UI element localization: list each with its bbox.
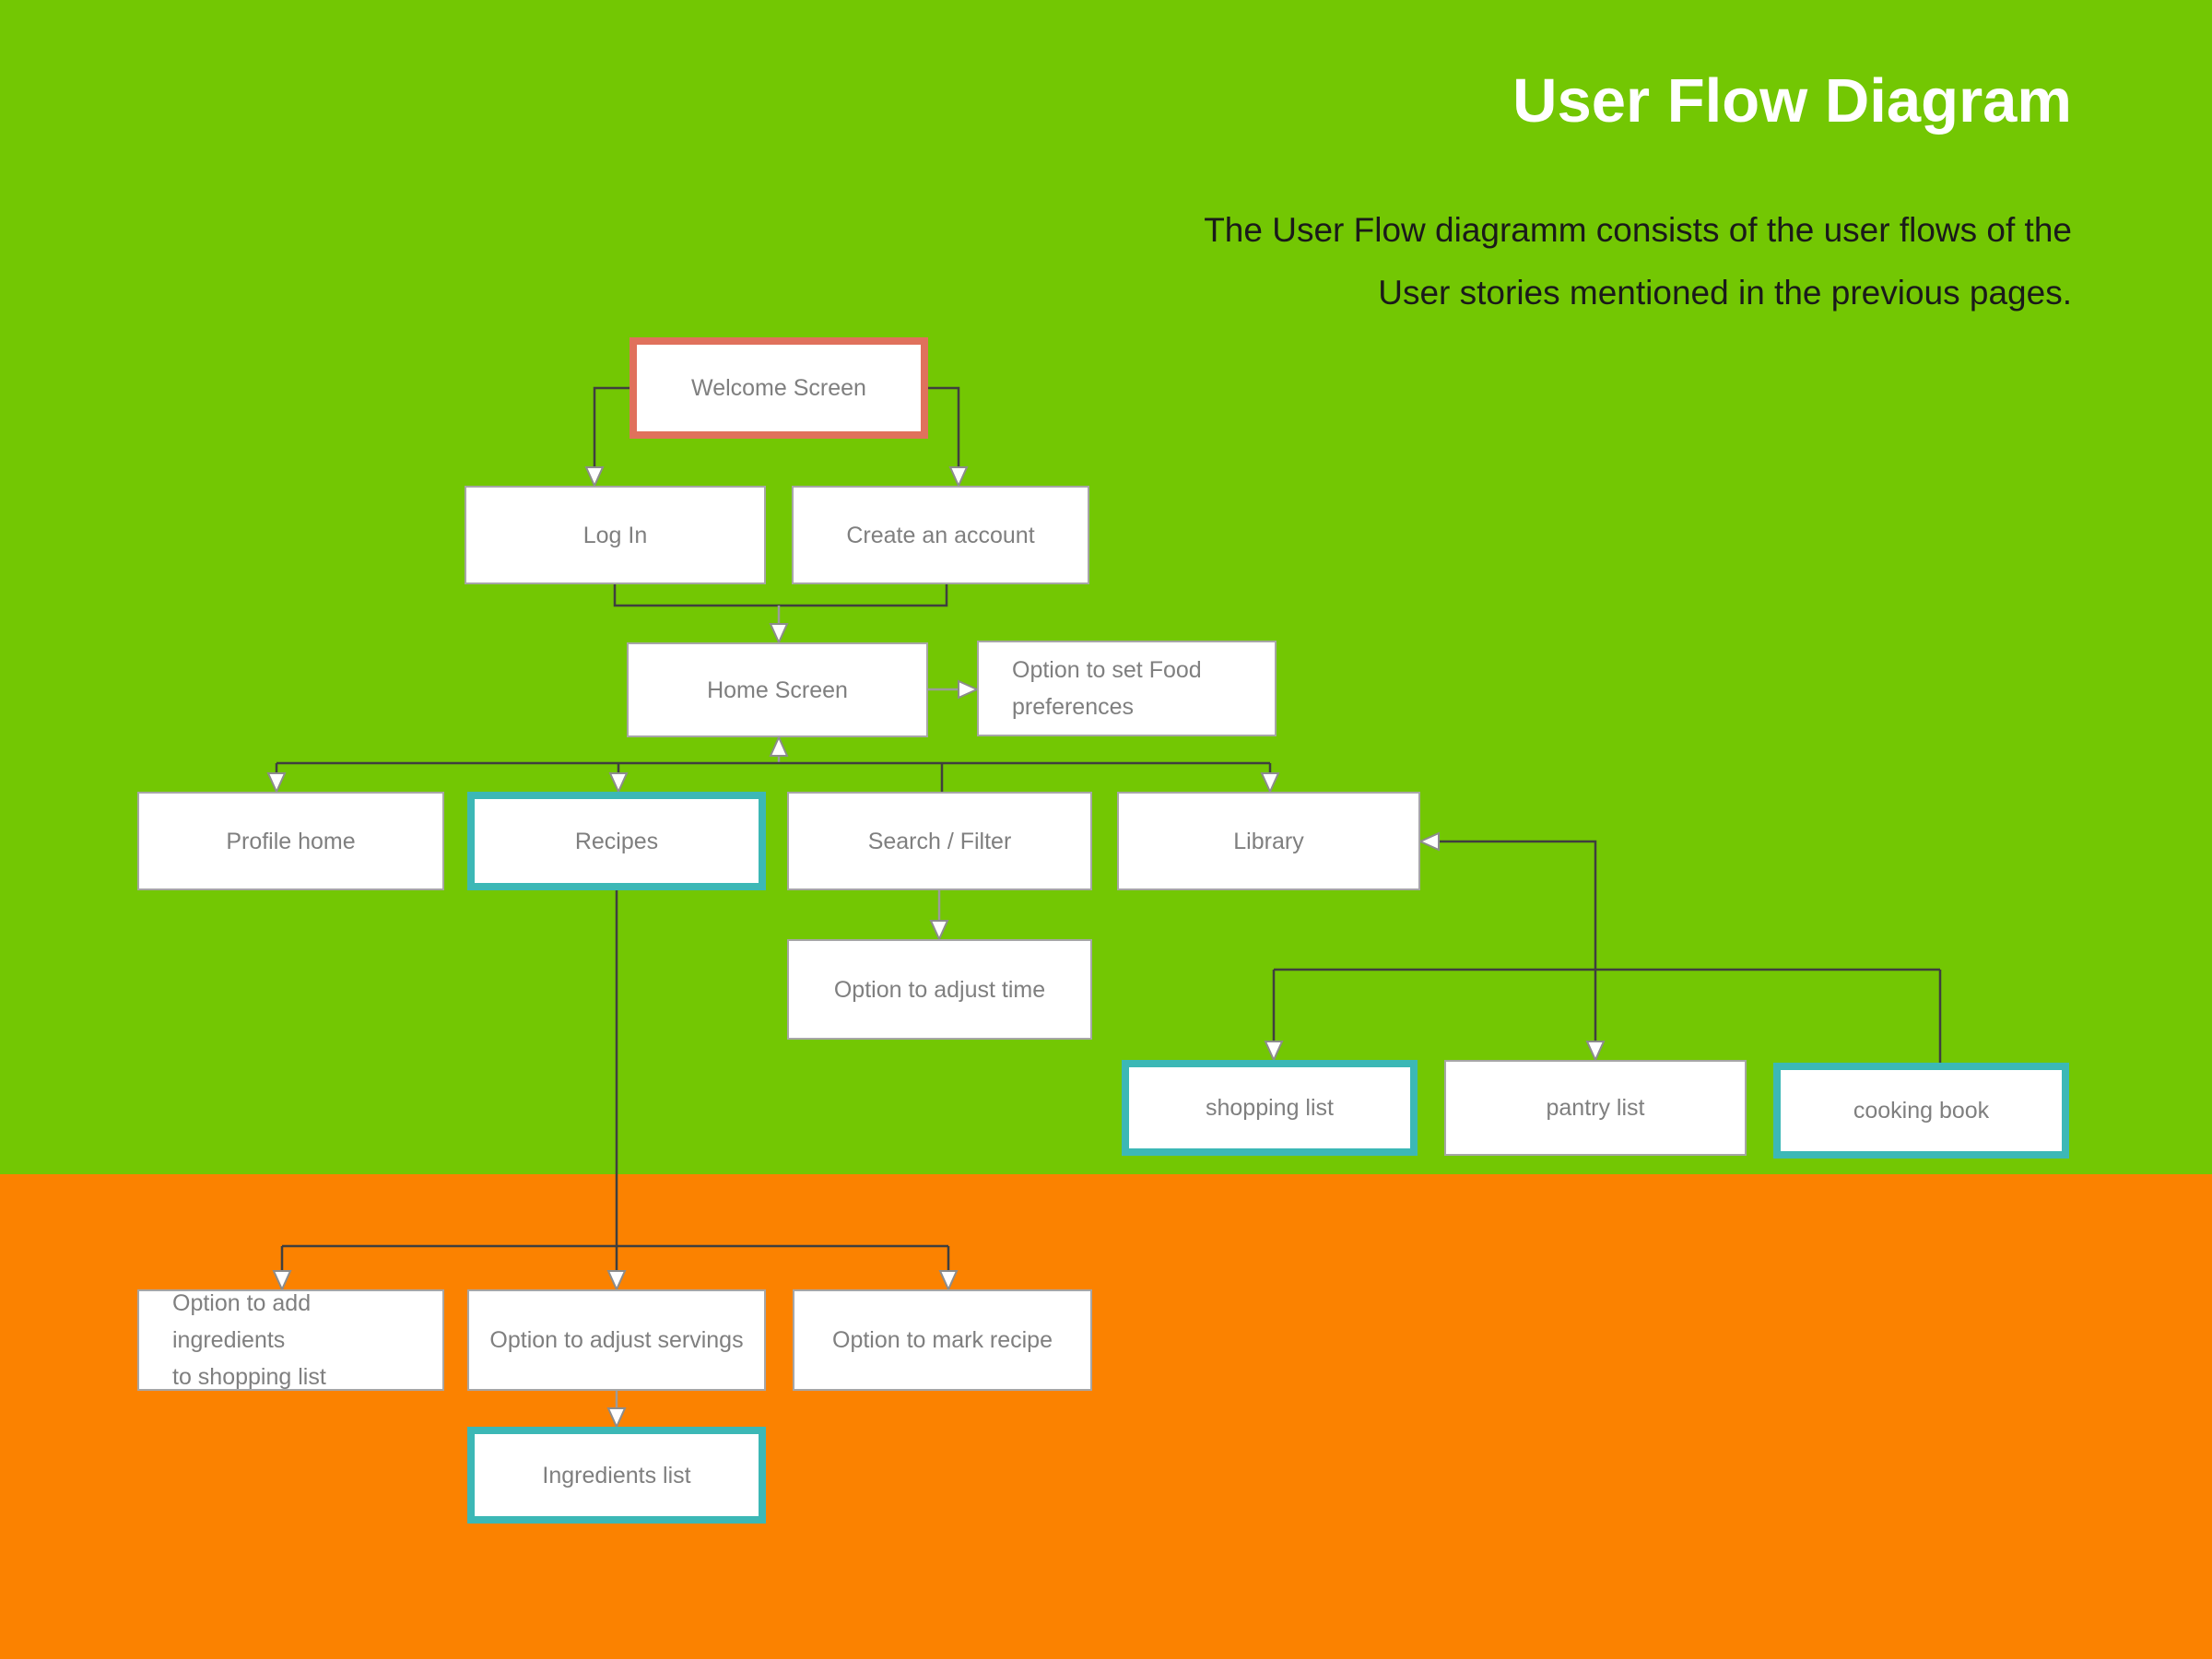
flow-node-label: pantry list <box>1546 1095 1645 1121</box>
flow-connector-line <box>593 386 629 469</box>
flow-node-label: Option to adjust time <box>833 976 1046 1003</box>
arrowhead-down-icon <box>929 920 949 942</box>
orange-background-section <box>0 1174 2212 1659</box>
flow-node-label: Recipes <box>574 828 659 854</box>
flow-connector-line <box>928 386 960 469</box>
flow-node-mark-recipe: Option to mark recipe <box>793 1289 1092 1391</box>
flow-node-shopping-list: shopping list <box>1122 1060 1418 1156</box>
flow-node-adjust-servings: Option to adjust servings <box>467 1289 766 1391</box>
arrowhead-down-icon <box>1264 1041 1284 1063</box>
arrowhead-down-icon <box>606 1407 627 1430</box>
flow-node-label: Log In <box>582 522 648 548</box>
arrowhead-right-icon <box>958 679 980 700</box>
page-header: User Flow Diagram The User Flow diagramm… <box>1204 65 2072 324</box>
flow-node-ingredients-list: Ingredients list <box>467 1427 766 1524</box>
flow-node-create-account: Create an account <box>792 486 1089 584</box>
flow-node-adjust-time: Option to adjust time <box>787 939 1092 1040</box>
flow-node-library: Library <box>1117 792 1420 890</box>
flow-node-label: Profile home <box>226 828 356 854</box>
flow-node-label: Ingredients list <box>542 1462 691 1488</box>
flow-node-food-pref: Option to set Food preferences <box>977 641 1277 736</box>
flow-node-label-line: Option to add ingredients <box>172 1290 312 1353</box>
flow-node-label: Option to mark recipe <box>832 1327 1053 1353</box>
arrowhead-down-icon <box>272 1270 292 1292</box>
flow-connector-line <box>613 584 948 607</box>
flow-node-label: cooking book <box>1853 1098 1990 1124</box>
flow-node-welcome: Welcome Screen <box>629 337 928 439</box>
flow-connector-line <box>1439 840 1597 970</box>
flow-node-label: Create an account <box>846 522 1035 548</box>
arrowhead-left-icon <box>1418 831 1440 852</box>
page-subtitle: The User Flow diagramm consists of the u… <box>1204 199 2072 324</box>
flow-node-cooking-book: cooking book <box>1773 1063 2069 1159</box>
arrowhead-down-icon <box>266 772 287 794</box>
flow-node-label: Welcome Screen <box>691 375 866 401</box>
arrowhead-down-icon <box>948 466 969 488</box>
arrowhead-down-icon <box>584 466 605 488</box>
flow-node-label: Home Screen <box>707 677 848 703</box>
flow-node-label: Search / Filter <box>867 828 1012 854</box>
arrowhead-down-icon <box>938 1270 959 1292</box>
subtitle-line-2: User stories mentioned in the previous p… <box>1378 274 2072 312</box>
flow-node-label: shopping list <box>1206 1095 1334 1121</box>
flow-node-label-line: Option to set Food <box>1012 657 1202 683</box>
flow-node-label-line: preferences <box>1012 694 1135 720</box>
subtitle-line-1: The User Flow diagramm consists of the u… <box>1204 211 2072 249</box>
arrowhead-down-icon <box>608 772 629 794</box>
flow-node-login: Log In <box>465 486 766 584</box>
flow-node-search-filter: Search / Filter <box>787 792 1092 890</box>
flow-node-add-ingredients: Option to add ingredients to shopping lis… <box>137 1289 444 1391</box>
flow-node-recipes: Recipes <box>467 792 766 890</box>
arrowhead-down-icon <box>1585 1041 1606 1063</box>
flow-node-label: Option to adjust servings <box>489 1327 744 1353</box>
flow-node-pantry-list: pantry list <box>1444 1060 1747 1156</box>
flow-node-label-line: to shopping list <box>172 1364 326 1390</box>
flow-node-label: Library <box>1233 828 1304 854</box>
arrowhead-down-icon <box>606 1270 627 1292</box>
arrowhead-down-icon <box>769 623 789 645</box>
arrowhead-up-icon <box>769 735 789 757</box>
flow-node-home: Home Screen <box>627 642 928 737</box>
flow-node-profile-home: Profile home <box>137 792 444 890</box>
page-title: User Flow Diagram <box>1512 66 2072 135</box>
arrowhead-down-icon <box>1260 772 1280 794</box>
